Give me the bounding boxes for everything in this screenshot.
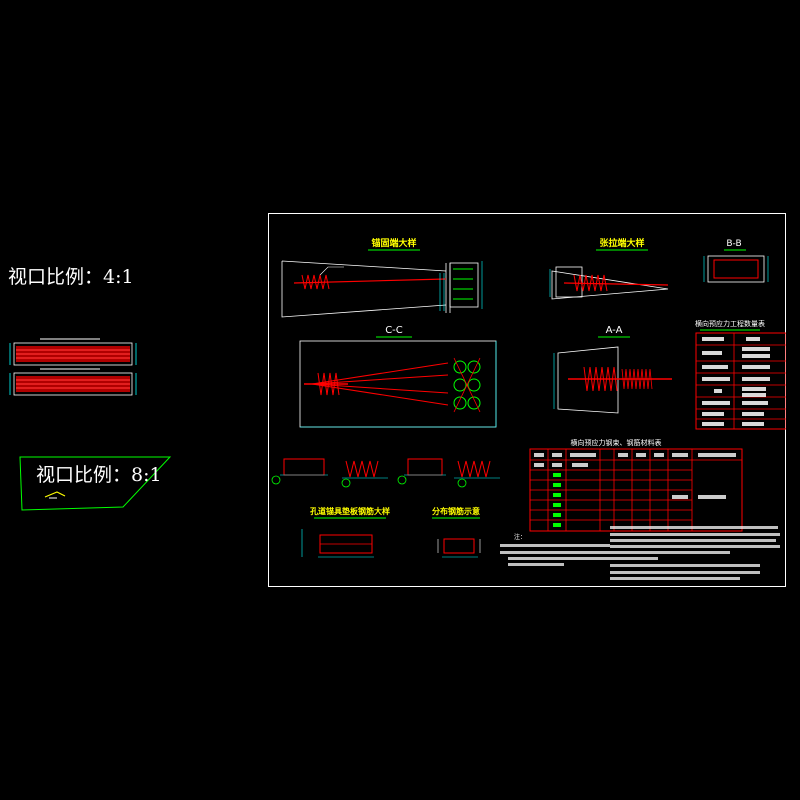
notes-title: 注： — [514, 533, 526, 541]
beam-strip-bottom — [9, 368, 137, 396]
section-aa: A-A — [553, 325, 672, 414]
section-cc: C-C — [299, 325, 497, 428]
section-bb: B-B — [703, 239, 769, 283]
spiral-detail: 孔道锚具垫板钢筋大样 — [301, 506, 390, 558]
beam-strip-top — [9, 338, 137, 366]
quantity-table: 横向预应力工程数量表 — [695, 319, 786, 430]
section-aa-title: A-A — [606, 325, 623, 336]
small-details-row — [271, 458, 500, 488]
anchor-end-detail: 锚固端大样 — [281, 237, 483, 318]
drawing-sheet: 锚固端大样 张拉端大样 B-B C-C — [268, 213, 786, 587]
section-bb-title: B-B — [726, 239, 741, 249]
notes-block: 注： — [500, 526, 780, 580]
viewport-scale-label-8-1: 视口比例：8:1 — [36, 464, 162, 486]
anchor-end-title: 锚固端大样 — [371, 237, 416, 249]
distribution-title: 分布钢筋示意 — [432, 506, 480, 516]
quantity-table-title: 横向预应力工程数量表 — [695, 319, 765, 328]
viewport-4-1-drawing — [9, 338, 137, 396]
tension-end-title: 张拉端大样 — [599, 237, 644, 249]
distribution-detail: 分布钢筋示意 — [432, 506, 481, 558]
spiral-detail-title: 孔道锚具垫板钢筋大样 — [310, 506, 390, 516]
tension-end-detail: 张拉端大样 — [549, 237, 669, 300]
materials-table: 横向预应力钢束、钢筋材料表 — [529, 438, 743, 532]
materials-table-title: 横向预应力钢束、钢筋材料表 — [571, 438, 662, 447]
viewport-8-1-detail — [44, 491, 66, 499]
viewport-scale-label-4-1: 视口比例：4:1 — [8, 266, 134, 288]
section-cc-title: C-C — [385, 325, 403, 336]
viewport-8-1-frame — [19, 456, 172, 511]
